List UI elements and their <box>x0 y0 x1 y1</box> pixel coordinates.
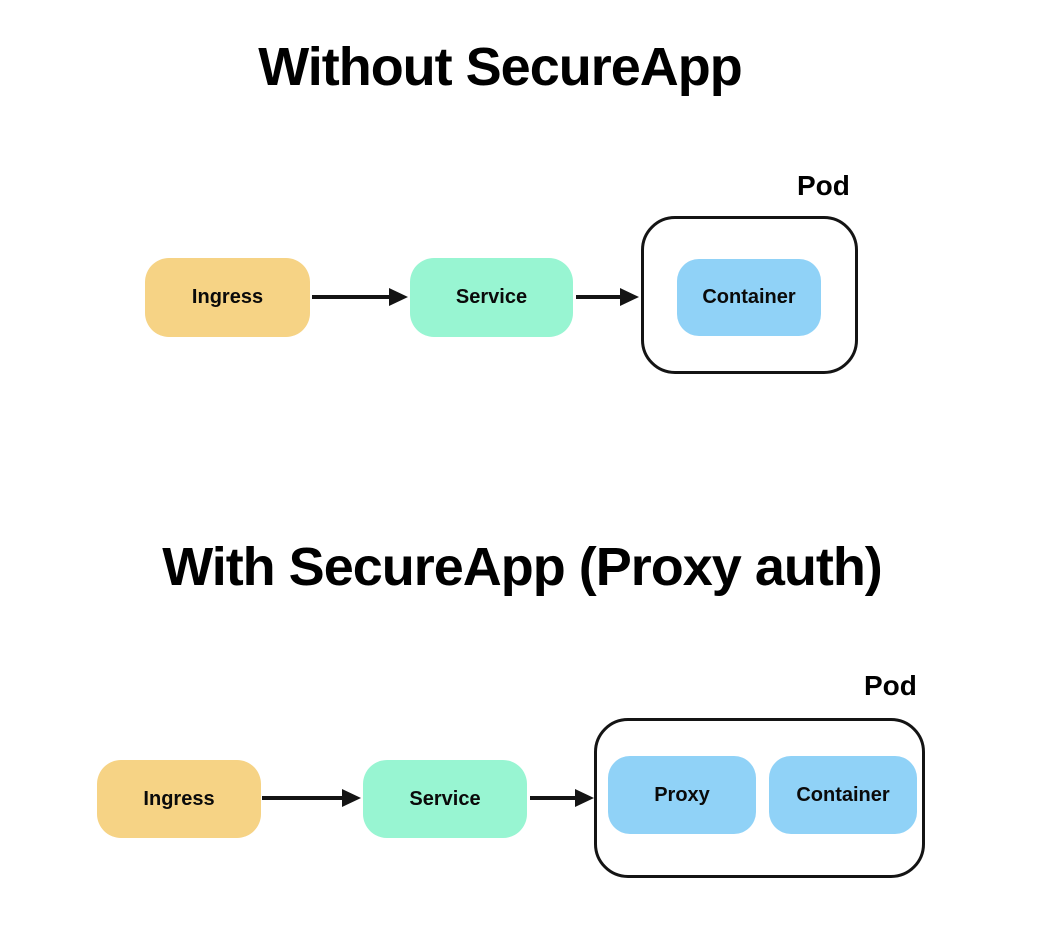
arrow-service-to-pod <box>530 789 594 807</box>
arrow-ingress-to-service <box>262 789 361 807</box>
arrow-line <box>262 796 342 800</box>
node-ingress: Ingress <box>145 258 310 337</box>
node-container-label: Container <box>796 783 890 806</box>
node-ingress-label: Ingress <box>143 787 215 810</box>
node-ingress-label: Ingress <box>191 286 264 308</box>
node-proxy: Proxy <box>608 756 756 834</box>
node-container: Container <box>677 259 821 336</box>
arrow-ingress-to-service <box>312 288 408 306</box>
arrow-line <box>530 796 575 800</box>
node-proxy-label: Proxy <box>654 783 710 806</box>
arrow-head-icon <box>620 288 639 306</box>
node-service: Service <box>410 258 573 337</box>
section-title-without: Without SecureApp <box>258 37 743 97</box>
node-service: Service <box>363 760 527 838</box>
arrow-line <box>312 295 389 299</box>
node-ingress: Ingress <box>97 760 261 838</box>
arrow-service-to-pod <box>576 288 639 306</box>
pod-label: Pod <box>864 670 917 701</box>
node-service-label: Service <box>409 787 481 810</box>
node-container-label: Container <box>702 286 796 308</box>
section-title-with: With SecureApp (Proxy auth) <box>162 537 883 597</box>
arrow-head-icon <box>389 288 408 306</box>
pod-label: Pod <box>797 170 850 201</box>
node-container: Container <box>769 756 917 834</box>
node-service-label: Service <box>455 286 528 308</box>
arrow-line <box>576 295 620 299</box>
arrow-head-icon <box>575 789 594 807</box>
arrow-head-icon <box>342 789 361 807</box>
